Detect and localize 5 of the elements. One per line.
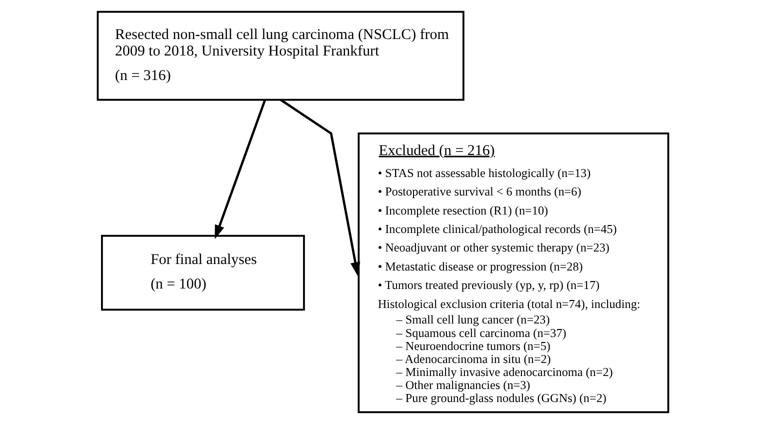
node-box: For final analyses (n = 100) (101, 234, 305, 311)
arrow (214, 100, 266, 240)
arrow (280, 98, 360, 276)
node-box: Resected non-small cell lung carcinoma (NSCLC) from 2009 to 2018, University Hospital Frankfurt (n = 316) (96, 10, 464, 101)
node-box: Excluded (n = 216) • STAS not assessable histologically (n=13) • Postoperative survival < 6 months (n=6) • Incomplete resection (R1) (n=10) • Incomplete clinical/pathological records (n=45) • Neoadjuvant or other systemic therapy (n=23) • Metastatic disease or progression (n=28) • Tumors treated previously (yp, y, rp) (n=17) Histological exclusion criteria (total n=74), including: – Small cell lung cancer (n=23) – Squamous cell carcinoma (n=37) – Neuroendocrine tumors (n=5) – Adenocarcinoma in situ (n=2) – Minimally invasive adenocarcinoma (n=2) – Other malignancies (n=3) – Pure ground-glass nodules (GGNs) (n=2) (358, 132, 670, 414)
